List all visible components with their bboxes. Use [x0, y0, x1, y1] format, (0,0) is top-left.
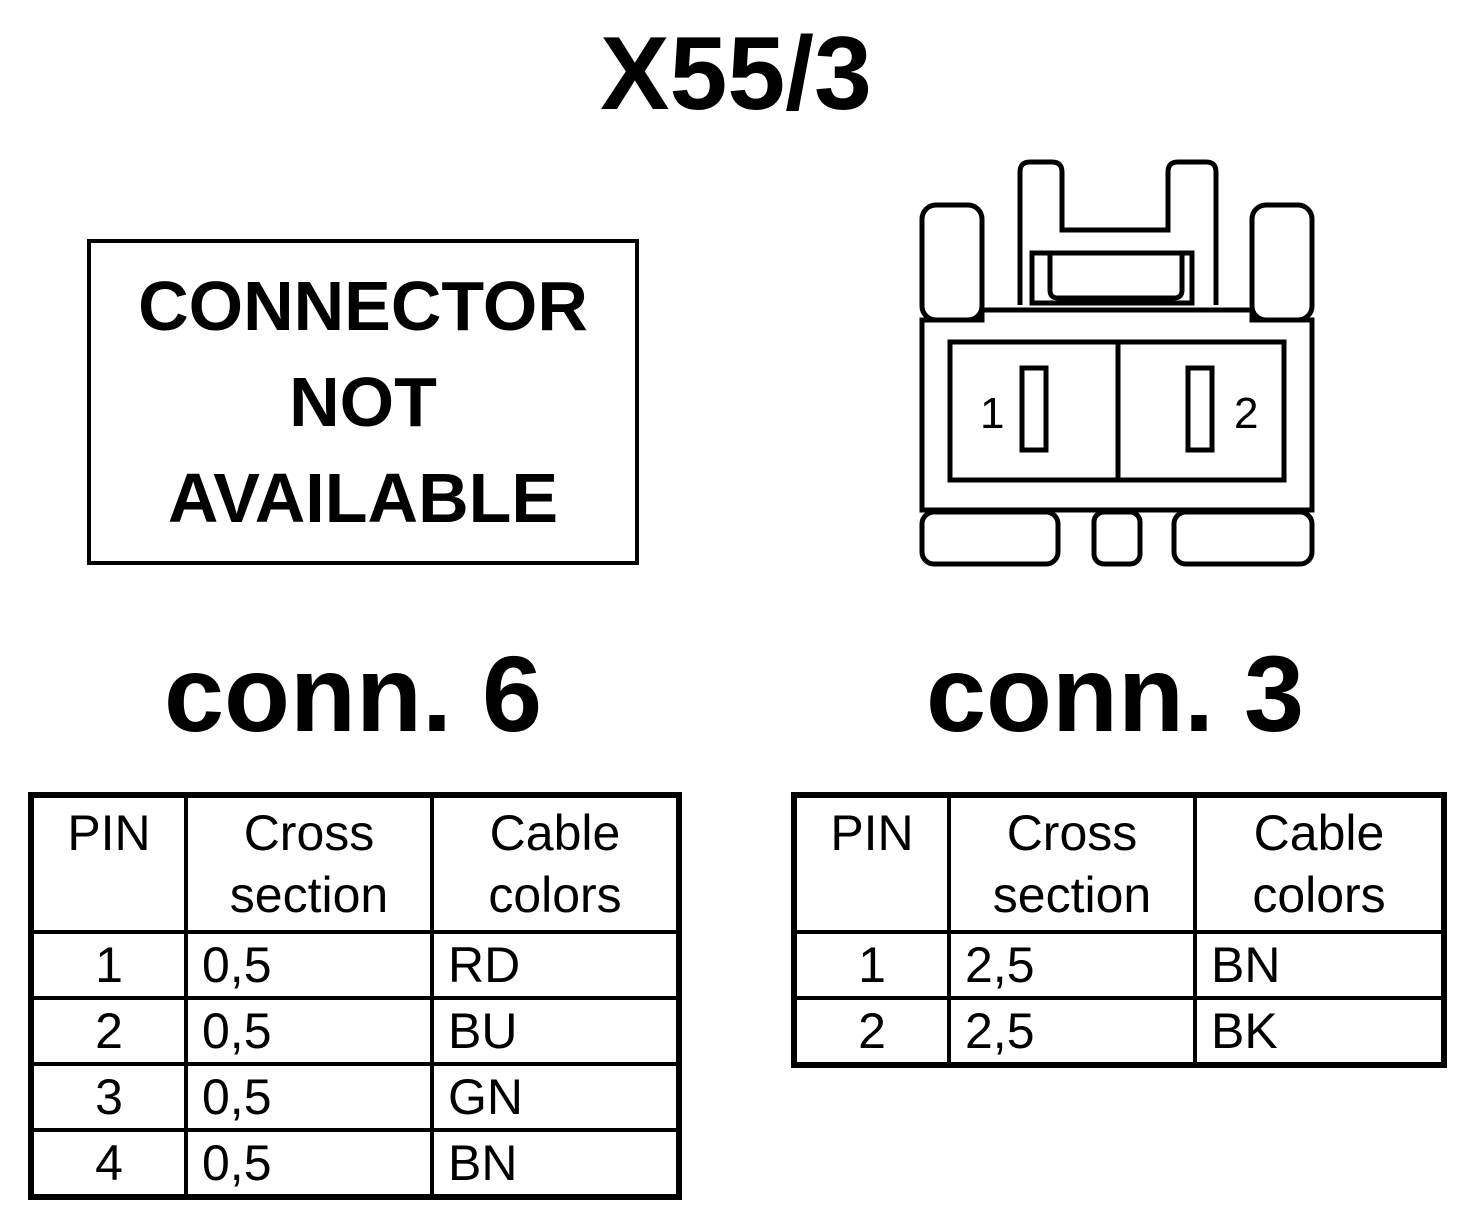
- not-available-line-3: AVAILABLE: [167, 459, 559, 537]
- connector-left-foot: [919, 509, 1061, 567]
- pin-2-label: 2: [1234, 389, 1258, 438]
- connector-latch: [1017, 159, 1219, 305]
- table-row: 1 2,5 BN: [792, 930, 1446, 1000]
- table-row: 2 0,5 BU: [29, 996, 681, 1066]
- table-row: 3 0,5 GN: [29, 1062, 681, 1132]
- not-available-line-1: CONNECTOR: [138, 267, 588, 345]
- connector-face-drawing: 1 2: [919, 159, 1315, 567]
- connector-right-post: [1249, 202, 1315, 323]
- connector-left-post: [919, 202, 985, 323]
- header-pin: PIN: [792, 793, 951, 934]
- pin-1-label: 1: [980, 389, 1004, 438]
- pin-1-contact: [1019, 365, 1049, 453]
- header-pin: PIN: [29, 793, 188, 934]
- connector-not-available-box: CONNECTOR NOT AVAILABLE: [87, 239, 639, 565]
- conn-6-label: conn. 6: [163, 633, 543, 754]
- conn-3-label: conn. 3: [925, 633, 1305, 754]
- connector-right-foot: [1171, 509, 1315, 567]
- table-row: 4 0,5 BN: [29, 1128, 681, 1199]
- diagram-title: X55/3: [600, 16, 872, 132]
- connector-center-foot: [1091, 509, 1143, 567]
- table-row: 2 2,5 BK: [792, 996, 1446, 1067]
- not-available-line-2: NOT: [289, 363, 437, 441]
- table-row: 1 0,5 RD: [29, 930, 681, 1000]
- connector-latch-inner: [1029, 250, 1195, 306]
- pin-2-contact: [1185, 365, 1215, 453]
- connector-body: [919, 307, 1315, 513]
